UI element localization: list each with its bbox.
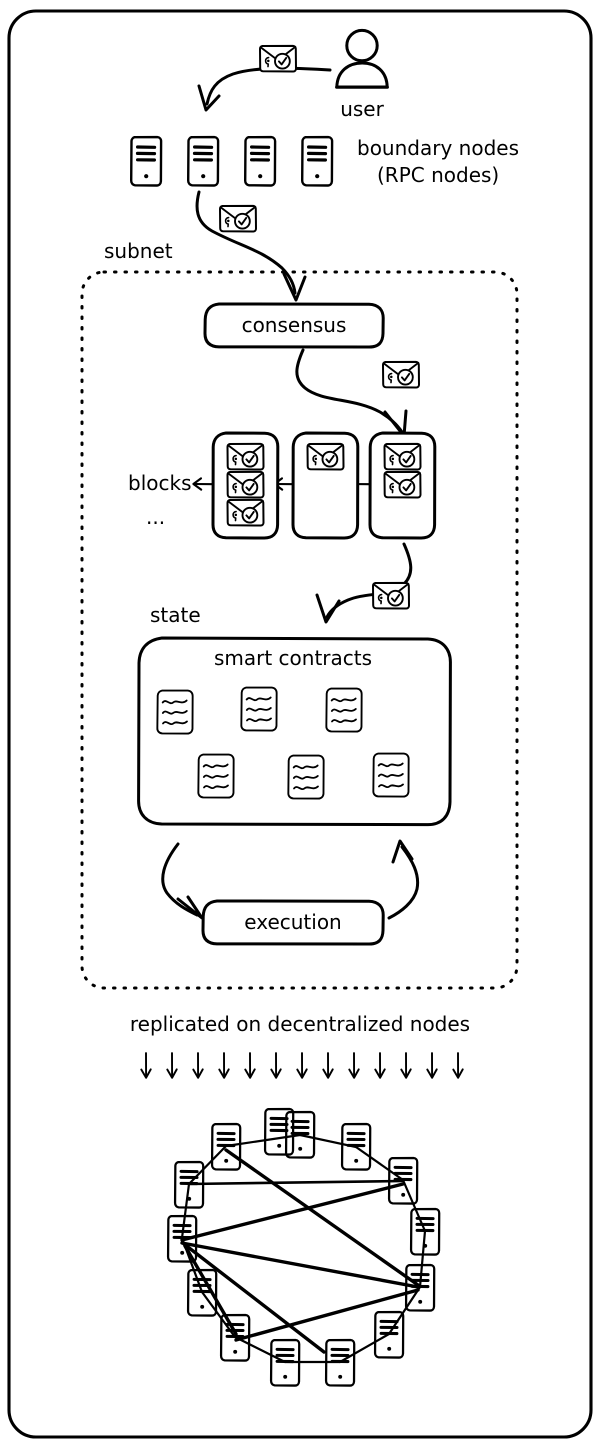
envelope-icon [226,442,265,471]
block-newest[interactable] [368,431,437,540]
envelope-icon [226,498,265,527]
arrow-icon [426,1052,438,1079]
envelope-icon-to-consensus [219,204,257,233]
block-middle[interactable] [291,431,360,540]
boundary-nodes-label-line1: boundary nodes [357,136,519,160]
envelope-icon [306,442,345,471]
server-node-icon [340,1122,372,1172]
arrow-icon [348,1052,360,1079]
state-label: state [150,603,201,627]
arrow-icon [452,1052,464,1079]
smart-contract-icon [325,687,363,733]
block-oldest[interactable] [211,431,280,540]
envelope-icon-to-blocks [382,360,420,389]
envelope-icon [383,470,422,499]
smart-contract-icon [372,752,410,798]
arrow-icon [192,1052,204,1079]
smart-contract-icon [156,689,194,735]
arrow-icon [374,1052,386,1079]
execution-label: execution [244,910,341,934]
network-edges [180,1133,427,1364]
arrow-icon [296,1052,308,1079]
smart-contract-icon [197,753,235,799]
blocks-label: blocks [128,471,192,495]
user-icon [335,28,389,89]
server-node-icon [243,135,277,188]
replicated-caption: replicated on decentralized nodes [130,1012,470,1036]
arrow-icon [166,1052,178,1079]
smart-contract-icon [240,686,278,732]
replication-arrows [140,1052,464,1079]
arrow-icon [140,1052,152,1079]
server-node-icon [129,135,163,188]
server-node-icon [284,1110,316,1160]
boundary-nodes-label-line2: (RPC nodes) [377,163,499,187]
server-node-icon [210,1122,242,1172]
state-container[interactable]: smart contracts [137,636,452,827]
outer-frame [7,9,593,1439]
server-node-icon [404,1263,436,1313]
arrow-icon [218,1052,230,1079]
arrow-state-to-execution [161,842,204,920]
server-node-icon [186,135,220,188]
arrow-execution-to-state [387,839,420,920]
consensus-label: consensus [242,313,347,337]
arrow-icon [244,1052,256,1079]
subnet-label: subnet [104,239,173,263]
arrow-icon [322,1052,334,1079]
arrow-icon [400,1052,412,1079]
user-label: user [340,97,384,121]
envelope-icon [383,442,422,471]
smart-contracts-label: smart contracts [214,646,372,670]
consensus-node[interactable]: consensus [203,302,385,349]
execution-node[interactable]: execution [201,899,385,946]
server-node-icon [409,1207,441,1257]
envelope-icon-to-state [372,581,410,610]
blocks-ellipsis: ... [146,505,165,529]
arrow-user-to-boundary [197,66,332,112]
envelope-icon-request [259,44,297,73]
server-node-icon [263,1107,295,1157]
smart-contract-icon [287,754,325,800]
envelope-icon [226,470,265,499]
boundary-nodes-row [129,135,334,188]
arrow-icon [270,1052,282,1079]
arrow-boundary-to-consensus [195,190,307,302]
server-node-icon [300,135,334,188]
